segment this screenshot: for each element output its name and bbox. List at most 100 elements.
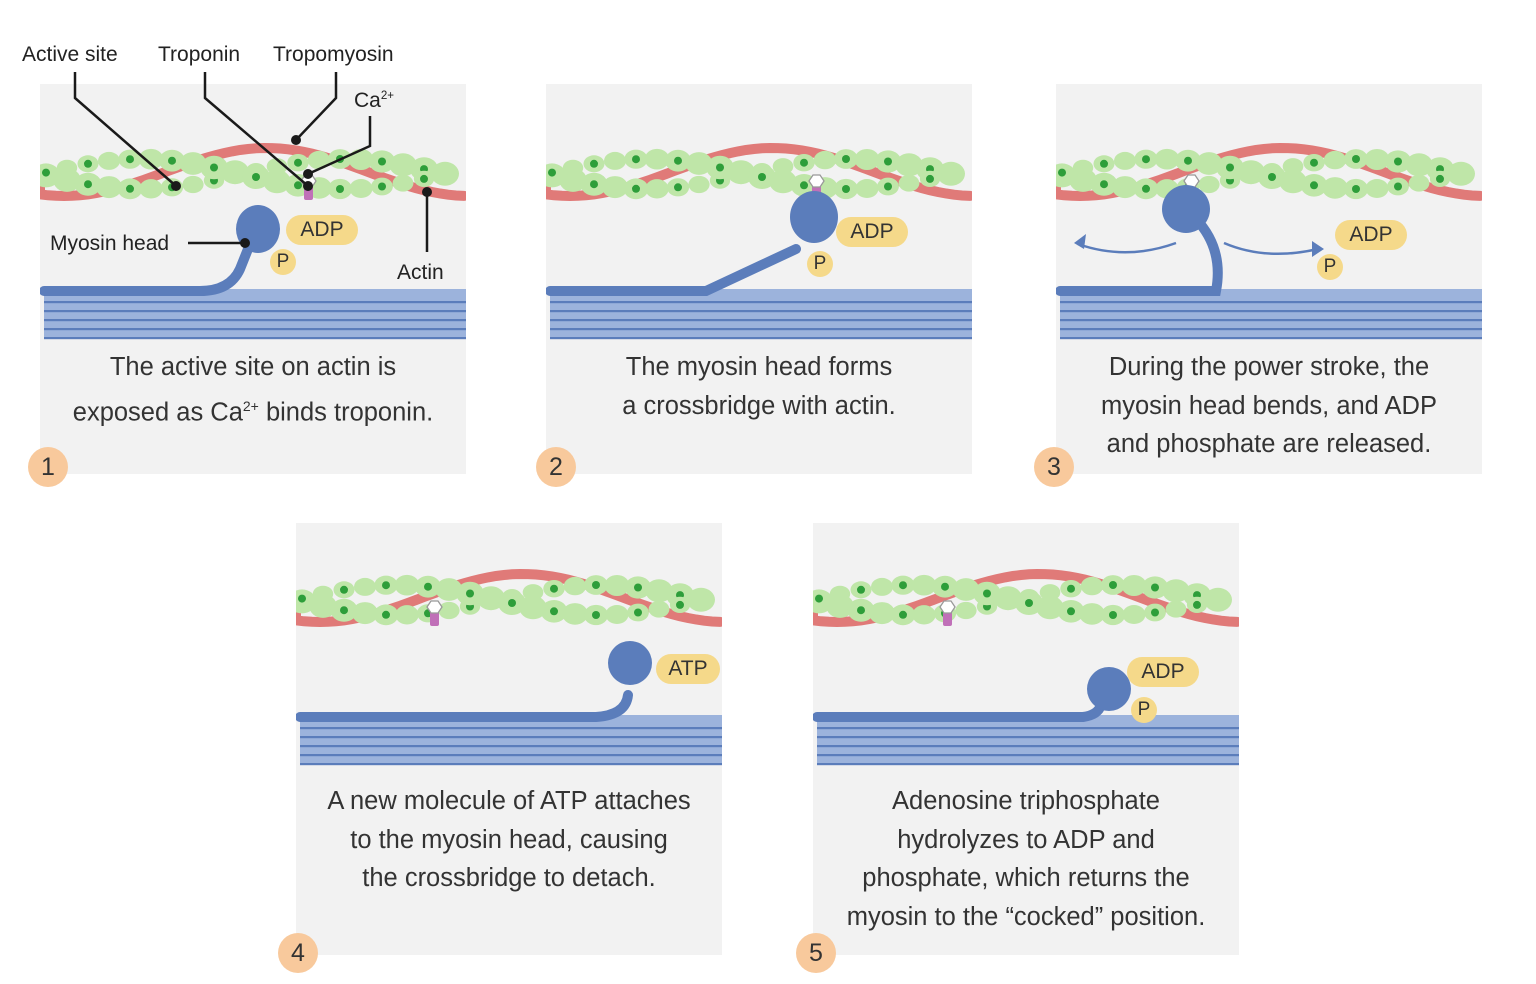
thick-filament-line bbox=[817, 754, 1239, 757]
actin-bead bbox=[435, 578, 463, 601]
actin-site-dot bbox=[508, 599, 516, 607]
actin-site-dot bbox=[634, 608, 642, 617]
actin-bead bbox=[813, 150, 837, 170]
actin-site-dot bbox=[632, 184, 640, 193]
actin-bead bbox=[1162, 579, 1190, 603]
actin-bead bbox=[1165, 600, 1187, 618]
actin-site-dot bbox=[592, 611, 600, 619]
myosin-head-callout: Myosin head bbox=[50, 232, 170, 255]
actin-bead bbox=[1408, 174, 1430, 192]
actin-site-dot bbox=[1193, 600, 1201, 609]
actin-site-dot bbox=[1310, 158, 1318, 167]
actin-site-dot bbox=[884, 182, 892, 191]
adp-label-5: ADP bbox=[1127, 657, 1199, 687]
actin-site-dot bbox=[1067, 584, 1075, 593]
actin-bead bbox=[854, 149, 880, 170]
adp-label-1: ADP bbox=[286, 215, 358, 245]
myosin-head bbox=[1087, 667, 1131, 711]
myosin-tail bbox=[40, 239, 255, 296]
actin-bead bbox=[563, 576, 587, 596]
actin-bead bbox=[1364, 149, 1390, 170]
thick-filament-line bbox=[550, 319, 972, 322]
actin-site-dot bbox=[466, 589, 474, 598]
actin-site-dot bbox=[336, 185, 344, 193]
actin-site-dot bbox=[857, 585, 865, 594]
phosphate-label-1: P bbox=[270, 249, 296, 275]
thick-filament bbox=[550, 289, 972, 339]
actin-site-dot bbox=[842, 185, 850, 193]
thick-filament bbox=[1060, 289, 1482, 339]
thick-filament-line bbox=[44, 337, 466, 340]
actin-bead bbox=[352, 602, 378, 625]
actin-bead bbox=[1279, 169, 1307, 194]
step-panel-3: During the power stroke, the myosin head… bbox=[1056, 84, 1482, 474]
actin-bead bbox=[941, 166, 961, 183]
actin-site-dot bbox=[168, 156, 176, 165]
actin-site-dot bbox=[252, 173, 260, 181]
actin-callout: Actin bbox=[397, 261, 444, 284]
step-panel-2: The myosin head forms a crossbridge with… bbox=[546, 84, 972, 474]
troponin-callout: Troponin bbox=[158, 43, 241, 66]
thick-filament-line bbox=[817, 745, 1239, 748]
step-1-caption: The active site on actin is exposed as C… bbox=[72, 353, 434, 426]
actin-site-dot bbox=[1394, 157, 1402, 166]
actin-bead bbox=[139, 179, 163, 199]
actin-site-dot bbox=[674, 156, 682, 165]
actin-filament-scene-4 bbox=[296, 568, 722, 766]
step-panel-5: Adenosine triphosphate hydrolyzes to ADP… bbox=[813, 523, 1239, 955]
actin-site-dot bbox=[1394, 182, 1402, 191]
actin-bead bbox=[955, 601, 977, 620]
calcium-callout: Ca2+ bbox=[354, 89, 395, 112]
actin-site-dot bbox=[676, 600, 684, 609]
actin-site-dot bbox=[424, 582, 432, 591]
actin-bead bbox=[898, 174, 920, 192]
actin-site-dot bbox=[1436, 174, 1444, 183]
actin-bead bbox=[1072, 159, 1094, 177]
actin-site-dot bbox=[126, 155, 134, 164]
thick-filament-line bbox=[1060, 310, 1482, 313]
step-3-caption: During the power stroke, the myosin head… bbox=[1101, 353, 1437, 458]
scene-group bbox=[813, 568, 1239, 766]
actin-site-dot bbox=[1067, 607, 1075, 616]
actin-bead bbox=[1451, 166, 1471, 183]
troponin bbox=[430, 610, 439, 626]
actin-bead bbox=[688, 175, 710, 194]
phosphate-label-3: P bbox=[1317, 254, 1343, 280]
actin-bead bbox=[912, 605, 936, 625]
actin-site-dot bbox=[800, 158, 808, 167]
actin-bead bbox=[179, 152, 207, 175]
thick-filament-line bbox=[817, 727, 1239, 730]
myosin-head bbox=[790, 191, 838, 243]
actin-site-dot bbox=[340, 585, 348, 594]
actin-bead bbox=[389, 153, 417, 177]
arrowhead-left bbox=[1074, 234, 1086, 249]
actin-site-dot bbox=[815, 594, 823, 603]
step-5-caption: Adenosine triphosphate hydrolyzes to ADP… bbox=[846, 787, 1206, 931]
active-site-callout: Active site bbox=[22, 43, 118, 66]
actin-site-dot bbox=[1352, 155, 1360, 163]
actin-site-dot bbox=[941, 582, 949, 591]
thick-filament-line bbox=[817, 736, 1239, 739]
step-badge-5: 5 bbox=[796, 933, 836, 973]
actin-bead bbox=[602, 176, 628, 199]
actin-bead bbox=[727, 160, 755, 185]
atp-label-4: ATP bbox=[656, 654, 720, 684]
actin-site-dot bbox=[590, 159, 598, 168]
actin-site-dot bbox=[1151, 608, 1159, 617]
actin-site-dot bbox=[716, 163, 724, 172]
actin-bead bbox=[392, 174, 414, 192]
myosin-tail bbox=[813, 700, 1106, 722]
actin-site-dot bbox=[842, 155, 850, 163]
stroke-arrow-right bbox=[1223, 241, 1319, 256]
scene-group bbox=[546, 142, 972, 340]
calcium-ion bbox=[300, 174, 317, 188]
actin-bead bbox=[559, 168, 587, 192]
actin-bead bbox=[1198, 175, 1220, 194]
step-badge-1: 1 bbox=[28, 447, 68, 487]
actin-bead bbox=[477, 586, 505, 611]
myosin-tail bbox=[546, 244, 801, 296]
tropomyosin-callout: Tropomyosin bbox=[273, 43, 394, 66]
actin-bead bbox=[911, 574, 937, 596]
actin-site-dot bbox=[336, 155, 344, 163]
calcium-ion bbox=[808, 174, 825, 188]
